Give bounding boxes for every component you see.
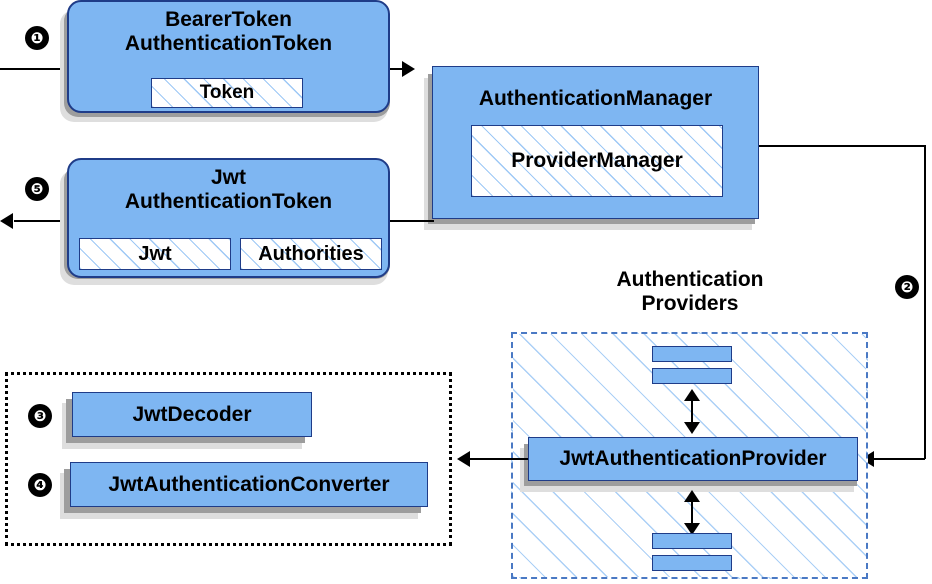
- step-marker-3: ❸: [28, 404, 52, 428]
- jwt-decoder-label: JwtDecoder: [132, 402, 252, 426]
- authentication-manager-title: AuthenticationManager: [478, 87, 713, 110]
- step-marker-2: ❷: [895, 275, 919, 299]
- authentication-manager-inner-provider-manager[interactable]: ProviderManager: [471, 125, 723, 197]
- arrowhead-step1: [402, 61, 415, 77]
- arrowhead-provider-bottom-down: [684, 523, 700, 535]
- provider-manager-label: ProviderManager: [511, 149, 683, 173]
- jwt-token-inner-jwt[interactable]: Jwt: [79, 238, 231, 270]
- authentication-providers-title-line1: Authentication: [616, 268, 764, 291]
- bearer-token-title-line1: BearerToken: [165, 8, 292, 31]
- jwt-token-inner-authorities-label: Authorities: [258, 242, 364, 265]
- connector-step5-return: [388, 220, 434, 222]
- connector-provider-to-components: [470, 458, 528, 460]
- provider-stack-bar-bottom-2: [652, 555, 732, 571]
- bearer-token-inner-token[interactable]: Token: [151, 78, 303, 108]
- arrowhead-provider-top-down: [684, 422, 700, 434]
- arrowhead-provider-top-up: [684, 389, 700, 401]
- jwt-token-title-line1: Jwt: [210, 166, 246, 189]
- jwt-authentication-converter-label: JwtAuthenticationConverter: [108, 472, 390, 496]
- bearer-token-title: BearerToken AuthenticationToken: [125, 8, 332, 55]
- node-jwt-authentication-converter[interactable]: JwtAuthenticationConverter: [70, 462, 428, 507]
- connector-step2-bottom: [874, 458, 925, 460]
- connector-step2-vertical: [924, 145, 926, 459]
- connector-step2-top: [759, 145, 926, 147]
- step-marker-5: ❺: [25, 177, 49, 201]
- authentication-providers-title-line2: Providers: [641, 291, 739, 315]
- node-authentication-manager[interactable]: AuthenticationManager ProviderManager: [432, 66, 759, 219]
- node-jwt-authentication-token[interactable]: Jwt AuthenticationToken Jwt Authorities: [67, 158, 390, 278]
- jwt-token-title: Jwt AuthenticationToken: [125, 166, 332, 213]
- connector-provider-bottom-double-arrow: [691, 493, 693, 530]
- arrowhead-provider-to-components: [457, 451, 470, 467]
- provider-stack-bar-top-1: [652, 346, 732, 362]
- connector-step5-outgoing: [14, 220, 70, 222]
- arrowhead-provider-bottom-up: [684, 490, 700, 502]
- jwt-token-inner-jwt-label: Jwt: [138, 242, 172, 265]
- step-marker-1: ❶: [25, 26, 49, 50]
- authentication-providers-title: Authentication Providers: [565, 268, 815, 315]
- node-bearer-token-authentication-token[interactable]: BearerToken AuthenticationToken Token: [67, 0, 390, 113]
- node-jwt-decoder[interactable]: JwtDecoder: [72, 392, 312, 437]
- provider-stack-bar-top-2: [652, 368, 732, 384]
- jwt-authentication-provider-label: JwtAuthenticationProvider: [559, 447, 827, 471]
- provider-stack-bar-bottom-1: [652, 533, 732, 549]
- bearer-token-title-line2: AuthenticationToken: [124, 31, 333, 55]
- jwt-components-group: [5, 372, 452, 546]
- connector-provider-top-double-arrow: [691, 392, 693, 429]
- bearer-token-inner-token-label: Token: [199, 82, 255, 104]
- node-jwt-authentication-provider[interactable]: JwtAuthenticationProvider: [528, 437, 858, 481]
- arrowhead-step5: [0, 213, 13, 229]
- step-marker-4: ❹: [28, 473, 52, 497]
- jwt-token-inner-authorities[interactable]: Authorities: [240, 238, 382, 270]
- jwt-token-title-line2: AuthenticationToken: [124, 189, 333, 213]
